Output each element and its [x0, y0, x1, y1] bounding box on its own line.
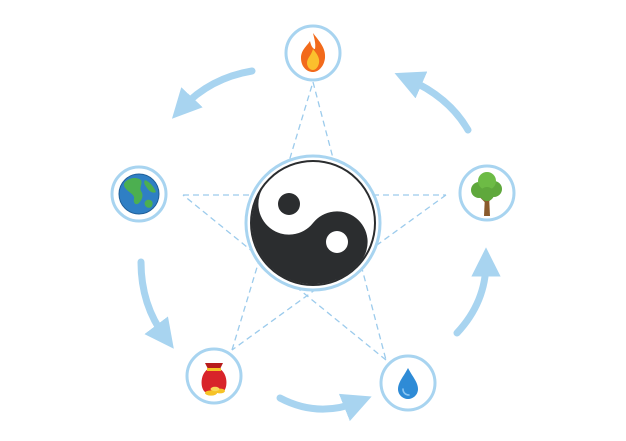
tree-icon [471, 172, 502, 216]
gold-bag-icon [201, 363, 227, 396]
fire-node [284, 24, 342, 82]
metal-node [185, 347, 243, 405]
cycle-arrows [137, 67, 501, 422]
arrow-metal-to-water [276, 393, 372, 422]
globe-icon [118, 173, 160, 215]
wood-node [458, 164, 516, 222]
flame-icon [301, 33, 326, 72]
water-drop-icon [398, 368, 418, 399]
arrow-water-to-wood [453, 247, 501, 337]
star-line-metal-fire [231, 81, 314, 351]
yin-half [251, 185, 368, 285]
arrow-wood-to-fire [394, 71, 472, 134]
water-node [379, 354, 437, 412]
arrow-fire-to-earth [171, 67, 256, 119]
yang-dot [326, 231, 348, 253]
yin-yang-symbol [244, 154, 382, 292]
yin-dot [278, 193, 300, 215]
earth-node [110, 165, 168, 223]
arrow-earth-to-metal [137, 258, 174, 349]
